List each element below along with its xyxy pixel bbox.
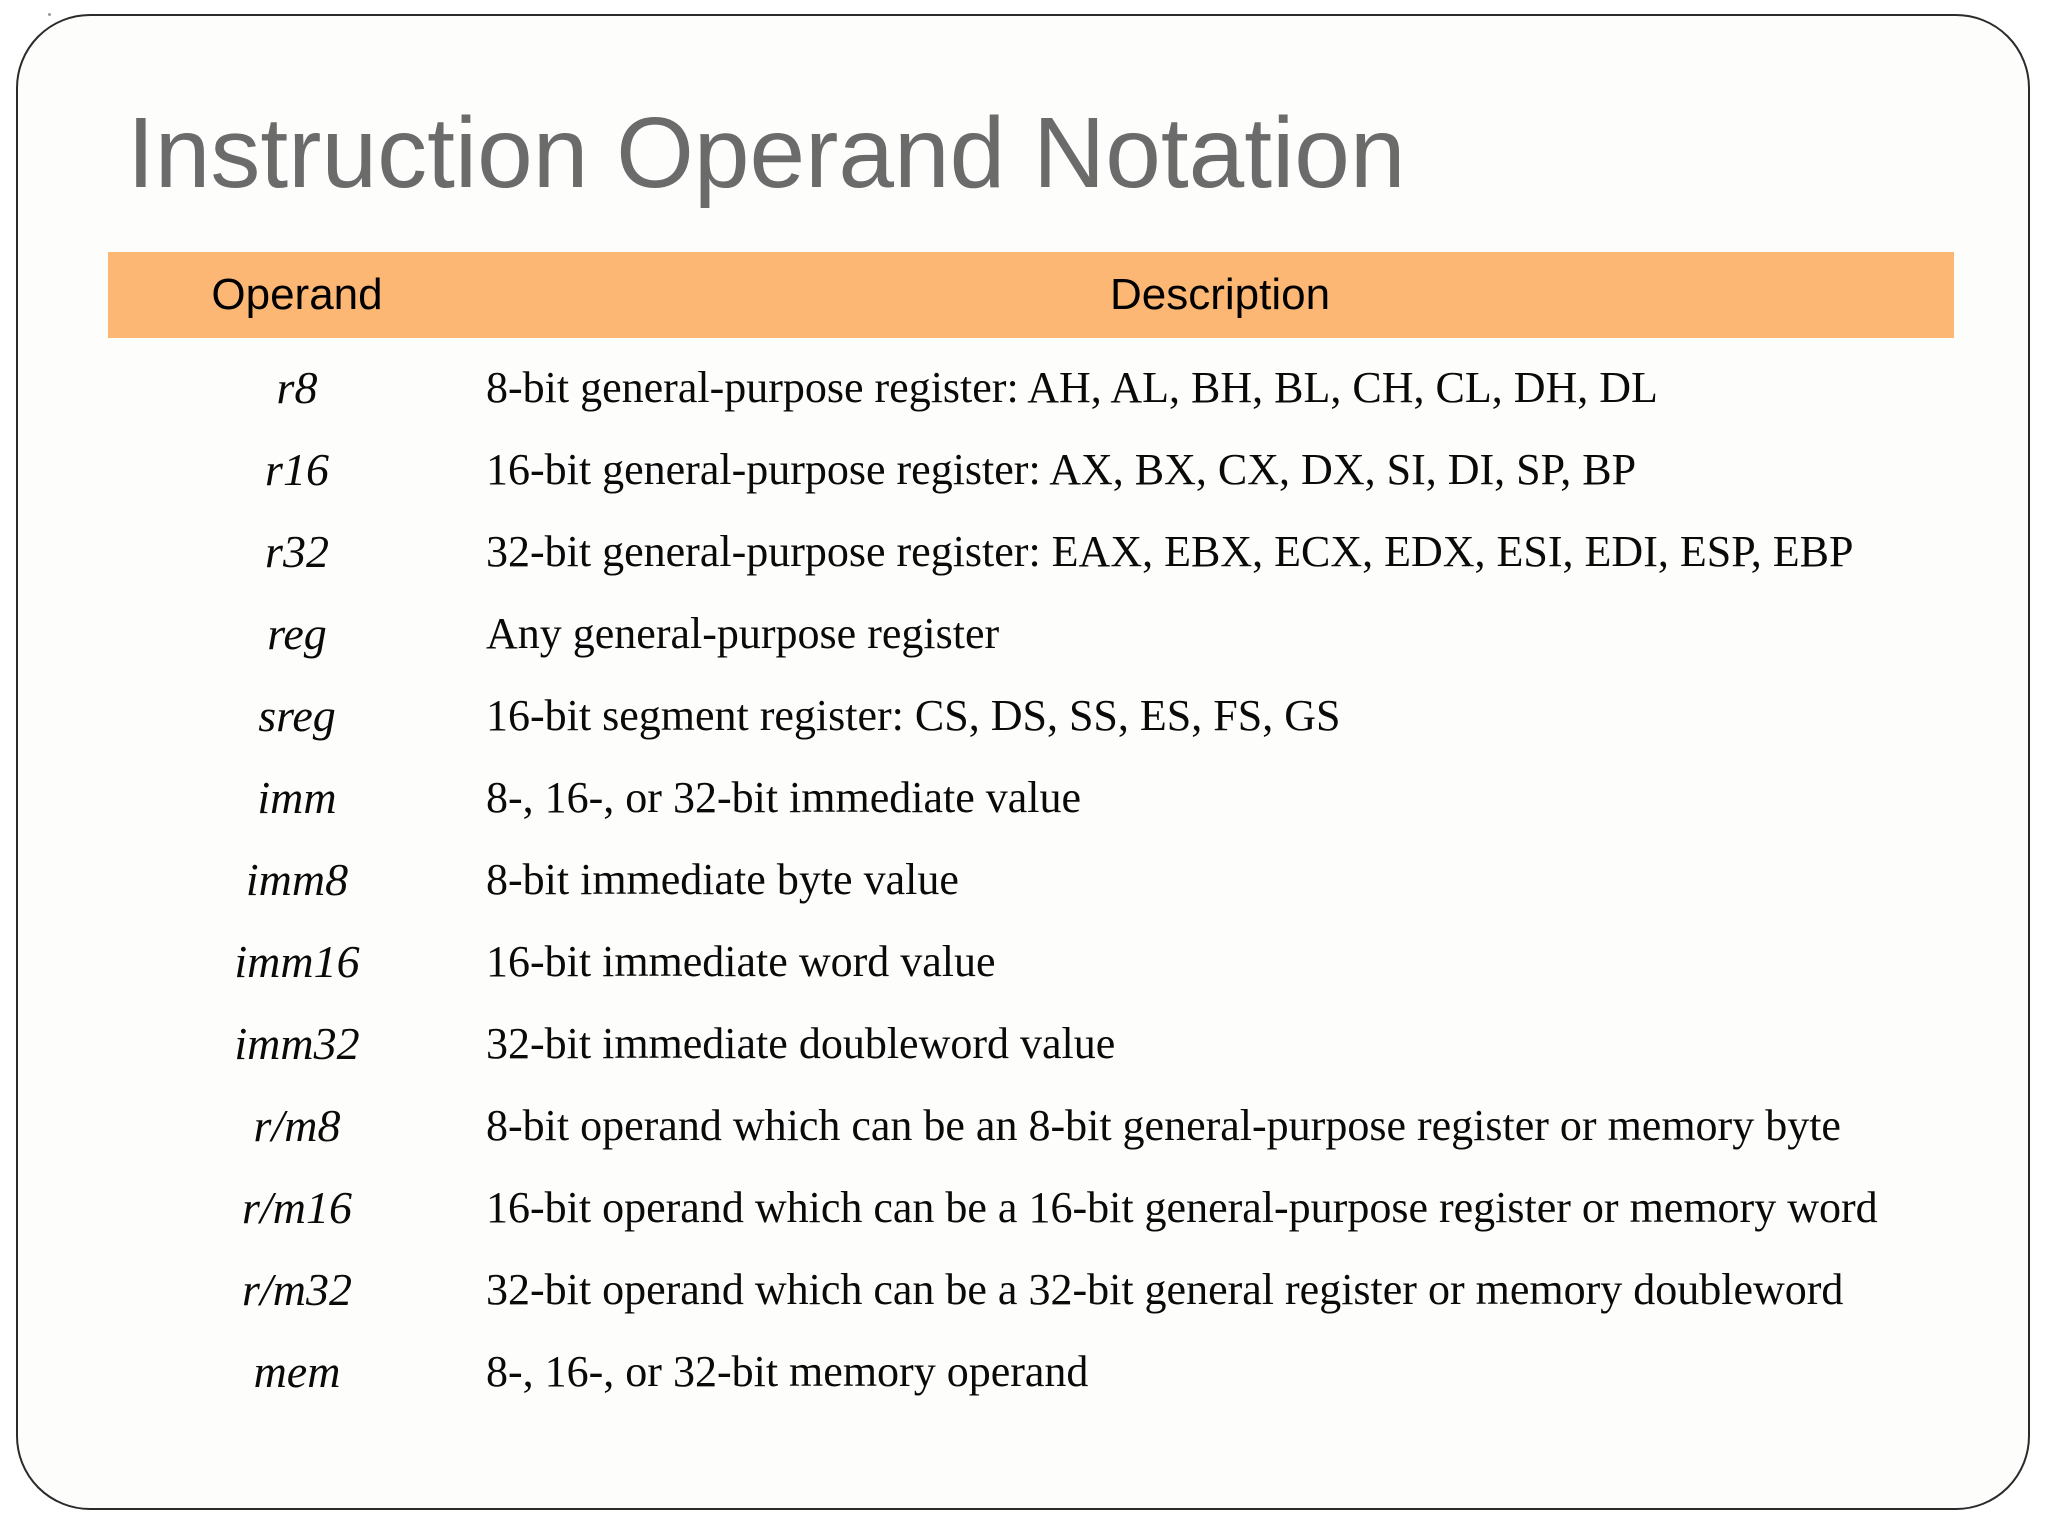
description-cell: 8-, 16-, or 32-bit memory operand (486, 1346, 1089, 1396)
operand-cell: mem (253, 1345, 341, 1397)
description-cell: Any general-purpose register (486, 608, 1000, 658)
corner-speck (48, 13, 51, 16)
operand-cell: reg (267, 607, 327, 659)
table-row: reg Any general-purpose register (108, 592, 1954, 674)
operand-cell: imm32 (234, 1017, 360, 1069)
page-title: Instruction Operand Notation (127, 97, 1406, 209)
table-row: r8 8-bit general-purpose register: AH, A… (108, 346, 1954, 428)
column-header-description: Description (1109, 270, 1331, 319)
table-row: r32 32-bit general-purpose register: EAX… (108, 510, 1954, 592)
description-cell: 16-bit segment register: CS, DS, SS, ES,… (486, 690, 1341, 740)
operand-cell: imm (257, 771, 337, 823)
operand-cell: r/m8 (253, 1099, 341, 1151)
table-header-row: Operand Description (108, 252, 1954, 338)
description-cell: 16-bit immediate word value (486, 936, 996, 986)
description-cell: 8-, 16-, or 32-bit immediate value (486, 772, 1082, 822)
description-cell: 32-bit immediate doubleword value (486, 1018, 1116, 1068)
operand-cell: r8 (276, 361, 318, 413)
operand-table: Operand Description r8 8-bit general-pur… (108, 252, 1954, 1412)
table-row: r/m32 32-bit operand which can be a 32-b… (108, 1248, 1954, 1330)
table-row: imm16 16-bit immediate word value (108, 920, 1954, 1002)
table-row: r16 16-bit general-purpose register: AX,… (108, 428, 1954, 510)
table-row: sreg 16-bit segment register: CS, DS, SS… (108, 674, 1954, 756)
description-cell: 8-bit general-purpose register: AH, AL, … (486, 362, 1658, 412)
table-row: imm8 8-bit immediate byte value (108, 838, 1954, 920)
operand-cell: r/m16 (242, 1181, 352, 1233)
table-body: r8 8-bit general-purpose register: AH, A… (108, 338, 1954, 1412)
table-row: imm32 32-bit immediate doubleword value (108, 1002, 1954, 1084)
operand-cell: sreg (258, 689, 336, 741)
description-cell: 8-bit immediate byte value (486, 854, 959, 904)
table-row: mem 8-, 16-, or 32-bit memory operand (108, 1330, 1954, 1412)
table-row: imm 8-, 16-, or 32-bit immediate value (108, 756, 1954, 838)
operand-cell: r16 (265, 443, 329, 495)
description-cell: 32-bit general-purpose register: EAX, EB… (486, 526, 1854, 576)
table-row: r/m16 16-bit operand which can be a 16-b… (108, 1166, 1954, 1248)
operand-cell: r32 (265, 525, 329, 577)
operand-cell: imm8 (245, 853, 349, 905)
description-cell: 16-bit operand which can be a 16-bit gen… (486, 1182, 1878, 1232)
column-header-operand: Operand (211, 270, 383, 319)
table-row: r/m8 8-bit operand which can be an 8-bit… (108, 1084, 1954, 1166)
description-cell: 8-bit operand which can be an 8-bit gene… (486, 1100, 1841, 1150)
description-cell: 16-bit general-purpose register: AX, BX,… (486, 444, 1637, 494)
description-cell: 32-bit operand which can be a 32-bit gen… (486, 1264, 1844, 1314)
operand-cell: imm16 (234, 935, 360, 987)
operand-cell: r/m32 (242, 1263, 352, 1315)
